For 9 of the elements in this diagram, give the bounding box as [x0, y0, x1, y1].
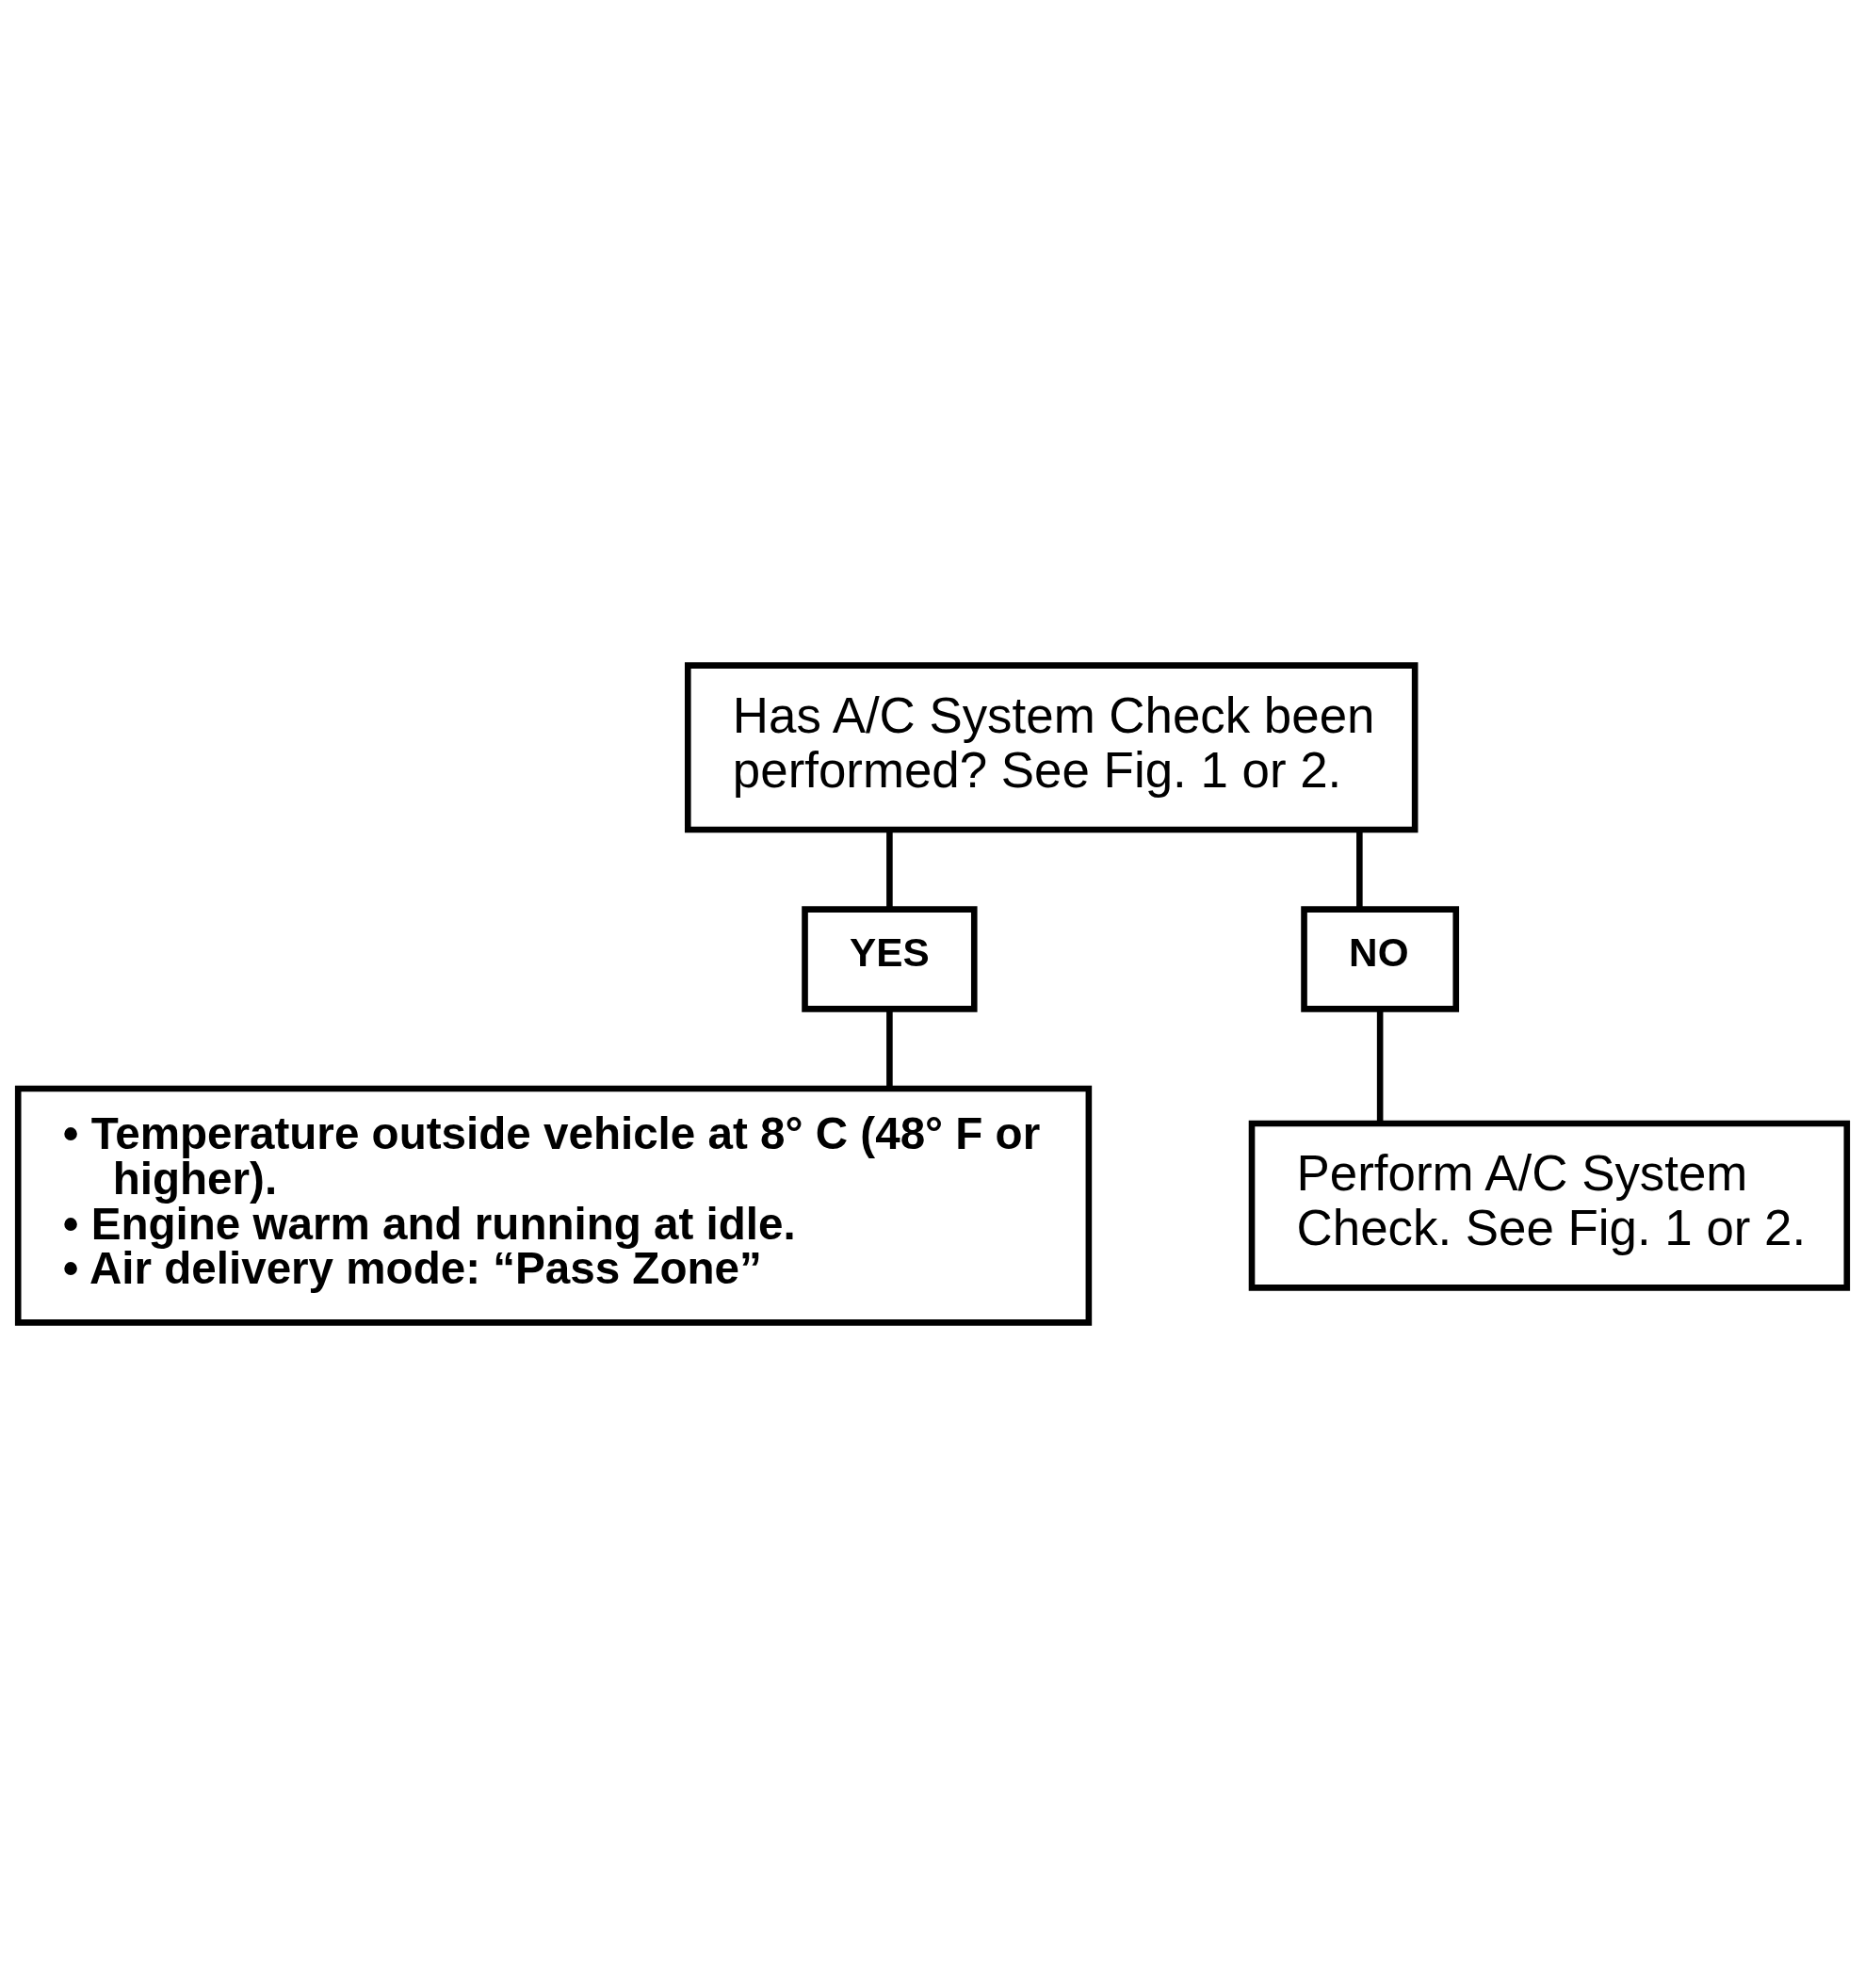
connector	[1376, 1009, 1384, 1123]
connector	[1356, 830, 1363, 909]
node-box: • Temperature outside vehicle at 8° C (48° F or higher). • Engine warm and running at idle. • Air delivery mode: “Pass Zone”	[14, 1085, 1093, 1326]
node-box: Perform A/C System Check. See Fig. 1 or 2.	[1248, 1120, 1851, 1291]
connector	[886, 830, 893, 909]
node-box: YES	[802, 906, 978, 1012]
node-box: Has A/C System Check been performed? See Fig. 1 or 2.	[685, 662, 1419, 833]
connector	[886, 1009, 893, 1089]
node-box: NO	[1301, 906, 1460, 1012]
